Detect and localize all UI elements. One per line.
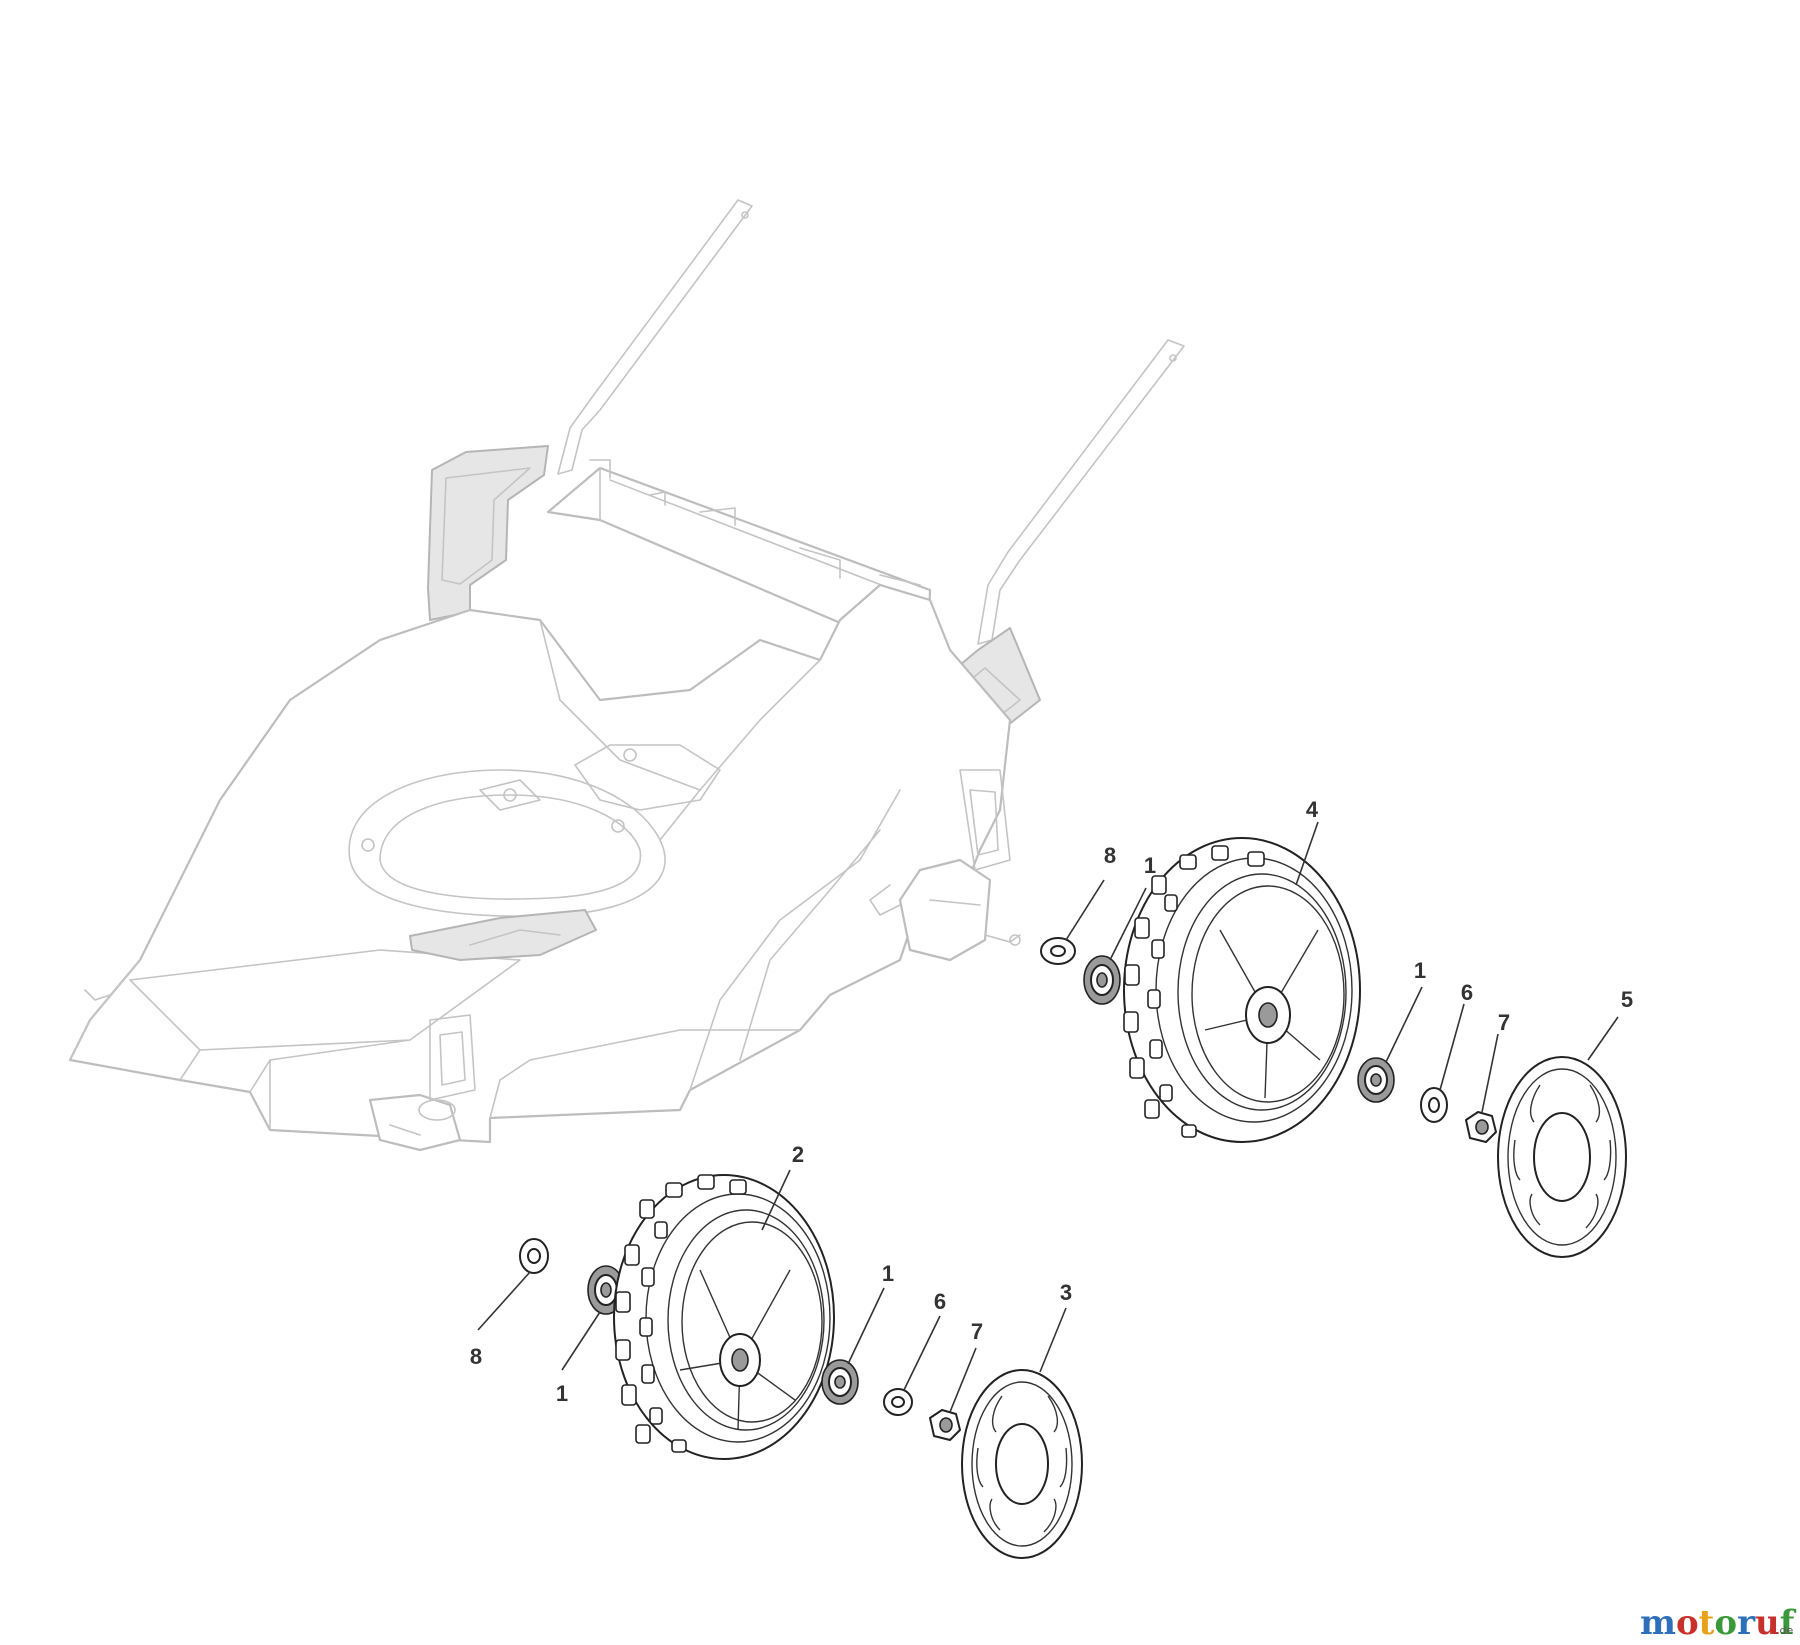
watermark-letter: m <box>1640 1603 1676 1643</box>
callout-wheel-rear: 4 <box>1306 797 1319 822</box>
watermark-letter: u <box>1755 1603 1780 1643</box>
nut-rear <box>1465 1111 1497 1143</box>
callout-nut-front: 7 <box>971 1319 983 1344</box>
washer-rear-inner <box>1040 937 1076 965</box>
hubcap-front <box>961 1369 1083 1559</box>
nut-front <box>929 1409 961 1441</box>
bearing-rear-outer <box>1357 1057 1395 1103</box>
callout-washer-front-outer: 6 <box>934 1289 946 1314</box>
leader-lines <box>477 821 1619 1413</box>
callout-bearing-rear-inner: 1 <box>1144 853 1156 878</box>
watermark-letter: o <box>1676 1603 1699 1643</box>
callout-nut-rear: 7 <box>1498 1010 1510 1035</box>
watermark-letter: r <box>1737 1603 1756 1643</box>
hubcap-rear <box>1497 1056 1627 1258</box>
rear-wheel-group <box>1040 837 1627 1258</box>
callout-bearing-front-inner: 1 <box>556 1381 568 1406</box>
front-wheel-group <box>519 1174 1083 1559</box>
mower-deck-outline <box>68 199 1185 1152</box>
watermark-suffix: .de <box>1776 1624 1793 1637</box>
motoruf-watermark-logo: motoruf .de <box>1640 1603 1797 1643</box>
bearing-front-outer <box>821 1359 859 1405</box>
washer-front-outer <box>883 1388 913 1416</box>
wheel-front <box>613 1174 835 1460</box>
callout-washer-rear-outer: 6 <box>1461 980 1473 1005</box>
callout-bearing-rear-outer: 1 <box>1414 958 1426 983</box>
watermark-letter: o <box>1714 1603 1737 1643</box>
callout-washer-front-inner: 8 <box>470 1344 482 1369</box>
wheel-rear <box>1123 837 1361 1143</box>
watermark-letter: t <box>1699 1603 1715 1643</box>
washer-rear-outer <box>1420 1087 1448 1123</box>
callout-hubcap-rear: 5 <box>1621 987 1633 1012</box>
callout-washer-rear-inner: 8 <box>1104 843 1116 868</box>
watermark-letter: f <box>1780 1603 1797 1643</box>
bearing-rear-inner <box>1083 955 1121 1005</box>
callout-bearing-front-outer: 1 <box>882 1261 894 1286</box>
callout-labels: 4 8 1 1 6 7 5 2 8 1 1 6 7 3 <box>470 797 1633 1406</box>
watermark-text: motoruf <box>1640 1603 1797 1643</box>
washer-front-inner <box>519 1238 549 1274</box>
callout-wheel-front: 2 <box>792 1142 804 1167</box>
callout-hubcap-front: 3 <box>1060 1280 1072 1305</box>
